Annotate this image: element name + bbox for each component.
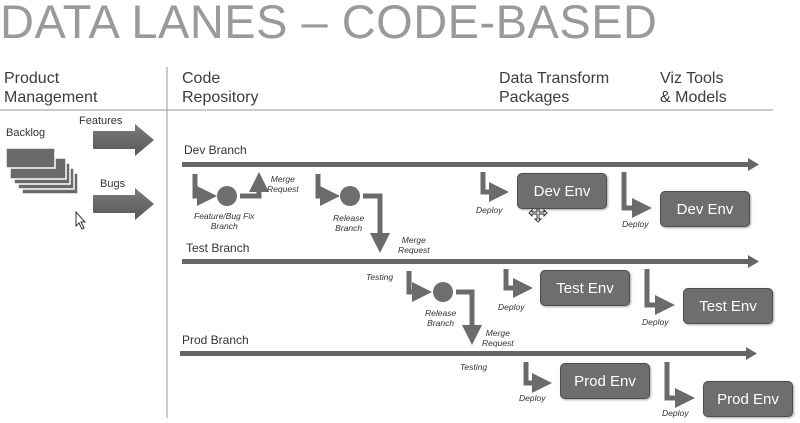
merge-request-arrow-up bbox=[240, 172, 269, 199]
prod-branch-label: Prod Branch bbox=[182, 333, 249, 347]
release-branch-node bbox=[340, 186, 360, 206]
dev-branch-label: Dev Branch bbox=[184, 143, 247, 157]
backlog-stack-icon bbox=[5, 147, 79, 195]
prod-branch-line bbox=[180, 347, 757, 360]
deploy-label-dev-transform: Deploy bbox=[476, 205, 503, 215]
bugs-label: Bugs bbox=[100, 178, 126, 190]
mouse-cursor-icon bbox=[75, 210, 87, 230]
feature-bug-fix-branch-label: Feature/Bug Fix Branch bbox=[194, 211, 255, 231]
column-header-data-transform: Data Transform Packages bbox=[499, 70, 610, 106]
release-branch-2-arrow-in bbox=[406, 271, 432, 302]
prod-env-viz-box: Prod Env bbox=[703, 381, 793, 417]
deploy-label-test-transform: Deploy bbox=[498, 302, 525, 312]
deploy-arrow-test-transform bbox=[503, 269, 533, 298]
deploy-arrow-dev-viz bbox=[621, 172, 652, 218]
feature-branch-arrow-in bbox=[192, 174, 217, 206]
merge-request-label-1: Merge Request bbox=[267, 174, 299, 194]
deploy-label-prod-transform: Deploy bbox=[519, 393, 546, 403]
merge-request-label-3: Merge Request bbox=[482, 328, 514, 348]
release-branch-arrow-in bbox=[315, 174, 340, 206]
deploy-arrow-test-viz bbox=[644, 269, 675, 315]
deploy-label-dev-viz: Deploy bbox=[622, 219, 649, 229]
dev-env-viz-box: Dev Env bbox=[660, 191, 750, 227]
dev-env-transform-box: Dev Env bbox=[517, 173, 607, 209]
testing-label-1: Testing bbox=[366, 272, 394, 282]
merge-request-arrow-down-prod bbox=[456, 289, 482, 345]
release-branch-2-node bbox=[433, 282, 453, 302]
release-branch-label-2: Release Branch bbox=[425, 308, 457, 328]
features-label: Features bbox=[79, 115, 123, 127]
deploy-arrow-dev-transform bbox=[480, 172, 509, 202]
test-branch-line bbox=[182, 255, 759, 268]
deploy-label-test-viz: Deploy bbox=[642, 317, 669, 327]
deploy-arrow-prod-viz bbox=[664, 362, 695, 408]
testing-label-2: Testing bbox=[460, 362, 488, 372]
column-header-code-repository: Code Repository bbox=[182, 70, 259, 106]
dev-branch-line bbox=[182, 158, 759, 171]
merge-request-label-2: Merge Request bbox=[398, 235, 430, 255]
page-title: DATA LANES – CODE-BASED bbox=[0, 0, 658, 48]
test-branch-label: Test Branch bbox=[186, 241, 250, 255]
features-arrow-icon bbox=[93, 124, 154, 156]
test-env-transform-box: Test Env bbox=[540, 270, 630, 306]
move-cursor-icon bbox=[528, 203, 548, 223]
merge-request-arrow-down-test bbox=[363, 193, 390, 253]
deploy-arrow-prod-transform bbox=[523, 362, 552, 393]
test-env-viz-box: Test Env bbox=[683, 288, 773, 324]
prod-env-transform-box: Prod Env bbox=[560, 363, 650, 399]
column-header-product-management: Product Management bbox=[4, 70, 98, 106]
column-header-viz-tools: Viz Tools & Models bbox=[660, 70, 727, 106]
deploy-label-prod-viz: Deploy bbox=[662, 408, 689, 418]
bugs-arrow-icon bbox=[93, 188, 154, 220]
backlog-label: Backlog bbox=[6, 127, 46, 139]
release-branch-label-1: Release Branch bbox=[333, 213, 365, 233]
feature-branch-node bbox=[217, 186, 237, 206]
